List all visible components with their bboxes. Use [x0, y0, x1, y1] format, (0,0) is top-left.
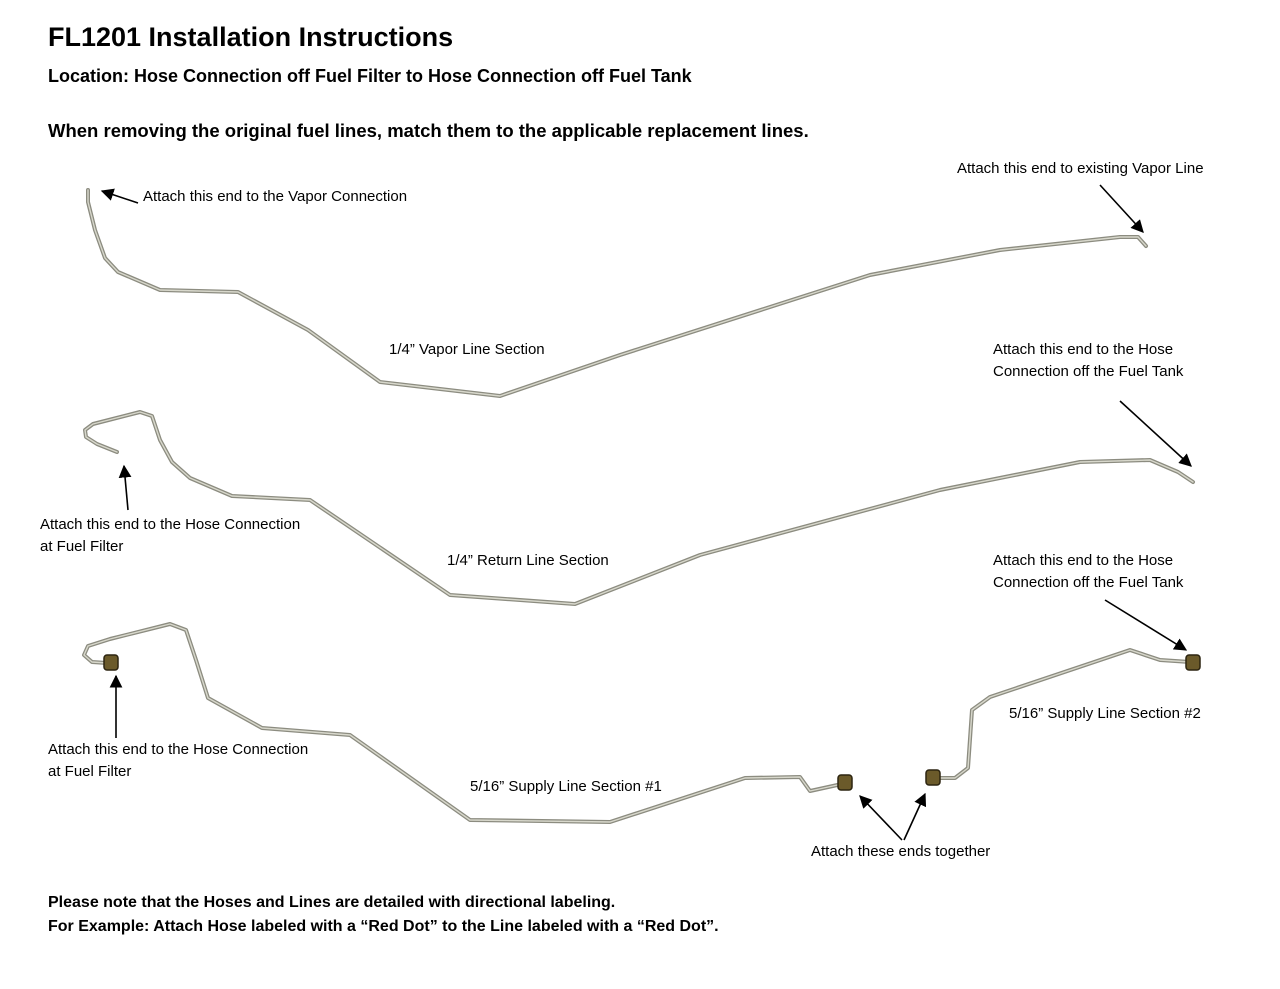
arrow-join-right: [903, 792, 927, 841]
return-end-label: Attach this end to the Hose Connection o…: [993, 339, 1183, 383]
arrow-return-end: [1119, 400, 1192, 467]
supply-start-label-line-2: at Fuel Filter: [48, 763, 132, 780]
vapor-line-tube-highlight: [87, 189, 1147, 397]
page-title: FL1201 Installation Instructions: [48, 22, 454, 52]
supply-fitting-join-b: [925, 769, 941, 786]
arrow-join-left: [859, 795, 903, 841]
vapor-section-label: 1/4” Vapor Line Section: [389, 341, 545, 358]
return-section-label: 1/4” Return Line Section: [447, 552, 609, 569]
location-subtitle: Location: Hose Connection off Fuel Filte…: [48, 66, 692, 86]
instruction-text: When removing the original fuel lines, m…: [48, 120, 809, 141]
vapor-end-label: Attach this end to existing Vapor Line: [957, 160, 1204, 177]
supply-join-label: Attach these ends together: [811, 843, 991, 860]
supply-start-label: Attach this end to the Hose Connection a…: [48, 739, 308, 783]
supply-line-section-1-tube-highlight: [83, 623, 843, 823]
supply-section-1-label: 5/16” Supply Line Section #1: [470, 778, 662, 795]
arrow-vapor-end: [1099, 184, 1144, 233]
return-end-label-line-2: Connection off the Fuel Tank: [993, 363, 1184, 380]
pointer-arrows: [100, 184, 1192, 841]
supply-fitting-join-a: [837, 774, 853, 791]
supply-line-section-2: [925, 648, 1201, 786]
return-line: [83, 410, 1195, 606]
vapor-start-label: Attach this end to the Vapor Connection: [143, 188, 408, 205]
supply-fitting-tank-end: [1185, 654, 1201, 671]
return-end-label-line-1: Attach this end to the Hose: [993, 341, 1174, 358]
note-line-1: Please note that the Hoses and Lines are…: [48, 894, 616, 911]
arrow-return-start: [118, 464, 132, 511]
supply-end-label: Attach this end to the Hose Connection o…: [993, 550, 1183, 594]
supply-fitting-filter-end: [103, 654, 119, 671]
vapor-line: [86, 188, 1148, 398]
supply-end-label-line-2: Connection off the Fuel Tank: [993, 574, 1184, 591]
vapor-line-tube: [86, 188, 1148, 398]
supply-section-2-label: 5/16” Supply Line Section #2: [1009, 705, 1201, 722]
return-start-label-line-2: at Fuel Filter: [40, 538, 124, 555]
arrow-vapor-start: [100, 188, 139, 204]
note-line-2: For Example: Attach Hose labeled with a …: [48, 918, 719, 935]
supply-line-section-1-tube: [82, 622, 844, 824]
supply-line-section-2-tube-highlight: [937, 649, 1191, 779]
arrow-supply-end: [1104, 599, 1188, 651]
supply-line-section-1: [82, 622, 853, 824]
supply-end-label-line-1: Attach this end to the Hose: [993, 552, 1174, 569]
return-line-tube-highlight: [84, 411, 1194, 605]
supply-start-label-line-1: Attach this end to the Hose Connection: [48, 741, 309, 758]
return-start-label-line-1: Attach this end to the Hose Connection: [40, 516, 301, 533]
return-start-label: Attach this end to the Hose Connection a…: [40, 514, 300, 558]
